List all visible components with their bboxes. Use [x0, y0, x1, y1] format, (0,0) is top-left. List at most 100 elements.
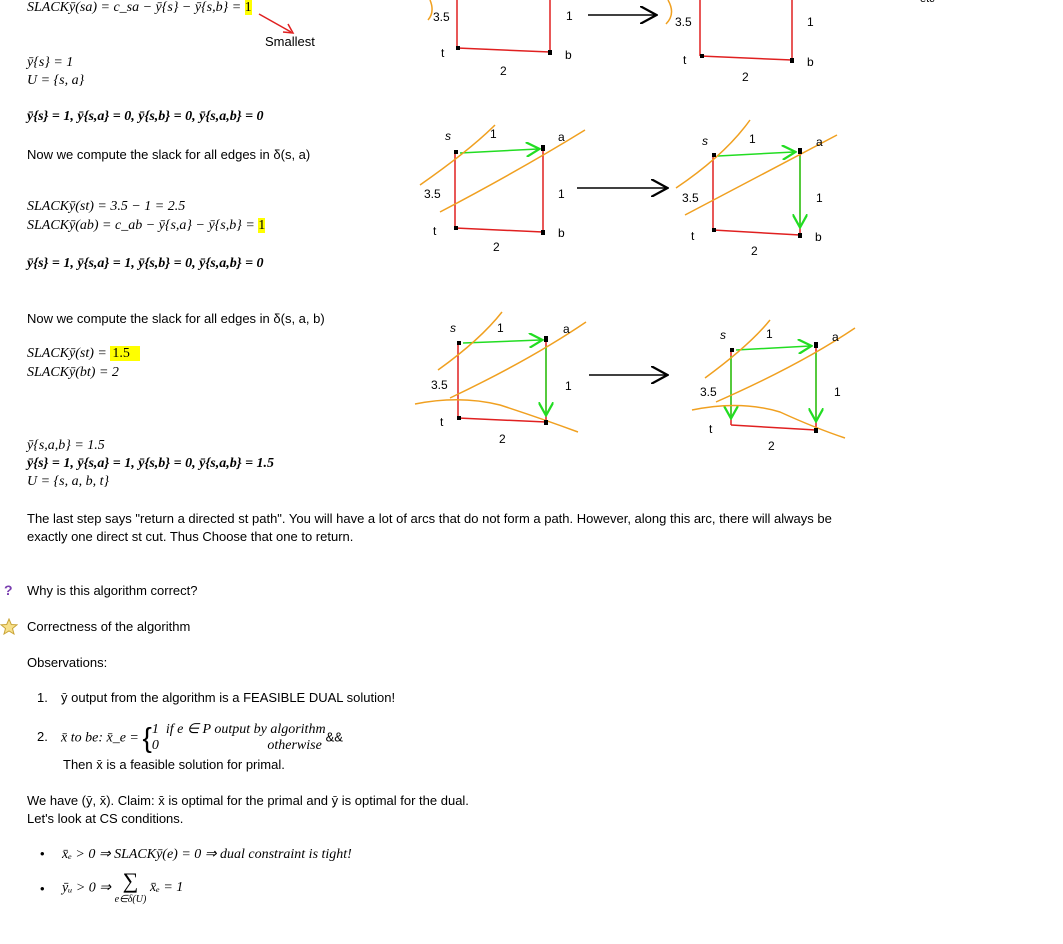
y-sab-equation: ȳ{s,a,b} = 1.5: [27, 438, 105, 453]
graph-row-1-left: 3.5 1 t b 2: [427, 0, 573, 78]
last-step-line-2: exactly one direct st cut. Thus Choose t…: [27, 529, 354, 544]
slack-st-2-text: SLACKȳ(st) =: [27, 346, 107, 361]
y-s-equation: ȳ{s} = 1: [27, 55, 74, 70]
case-brace: {: [142, 722, 152, 753]
case-1-value: 1: [151, 722, 159, 737]
slack-sa-line: SLACKȳ(sa) = c_sa − ȳ{s} − ȳ{s,b} = 1: [27, 0, 252, 16]
star-text: Correctness of the algorithm: [27, 619, 191, 634]
node-s-label: s: [720, 328, 726, 342]
cs-bullet-2: •ȳᵤ > 0 ⇒ ∑ e∈δ(U) x̄ₑ = 1: [40, 868, 184, 906]
case-2-condition: otherwise: [267, 738, 322, 753]
node-a-label: a: [563, 322, 570, 336]
weight-tb: 2: [768, 439, 775, 453]
item-1-number: 1.: [37, 690, 48, 705]
claim-line-1: We have (ȳ, x̄). Claim: x̄ is optimal fo…: [27, 793, 469, 808]
dual-values-2: ȳ{s} = 1, ȳ{s,a} = 1, ȳ{s,b} = 0, ȳ{s,a,…: [27, 256, 264, 271]
weight-sa: 1: [749, 132, 756, 146]
cs-bullet-2-pre: ȳᵤ > 0 ⇒: [62, 880, 111, 896]
node-s-label: s: [450, 321, 456, 335]
weight-sa: 1: [490, 127, 497, 141]
compute-slack-sa: Now we compute the slack for all edges i…: [27, 147, 311, 162]
u-set-1: U = {s, a}: [27, 73, 85, 88]
item-2-number: 2.: [37, 729, 48, 745]
node-a-label: a: [816, 135, 823, 149]
observation-item-2: 2. x̄ to be: x̄_e = { 1 if e ∈ P output b…: [37, 722, 343, 754]
weight-ab: 1: [834, 385, 841, 399]
weight-tb: 2: [500, 64, 507, 78]
weight-ab: 1: [566, 9, 573, 23]
node-s-label: s: [702, 134, 708, 148]
weight-st: 3.5: [433, 10, 450, 24]
slack-sa-text: SLACKȳ(sa) = c_sa − ȳ{s} − ȳ{s,b} =: [27, 0, 242, 15]
weight-ab: 1: [558, 187, 565, 201]
graph-drawings: 3.5 1 t b 2 3.5 1 t b 2 etc s 1 a 3.5 1: [414, 0, 935, 453]
weight-st: 3.5: [431, 378, 448, 392]
amp-symbols: &&: [325, 729, 343, 745]
graph-row-2-right: s 1 a 3.5 1 t b 2: [675, 119, 838, 258]
observation-item-1: 1. ȳ output from the algorithm is a FEASI…: [37, 690, 395, 705]
u-set-2: U = {s, a, b, t}: [27, 474, 110, 489]
weight-ab: 1: [807, 15, 814, 29]
sum-symbol: ∑: [122, 868, 139, 893]
graph-row-3-left: s 1 a 3.5 1 t 2: [414, 311, 587, 446]
case-2-value: 0: [151, 738, 159, 753]
star-icon: [0, 618, 18, 635]
question-icon: ?: [4, 582, 13, 598]
graph-row-3-right: s 1 a 3.5 1 t 2: [691, 319, 856, 453]
node-b-label: b: [807, 55, 814, 69]
node-b-label: b: [815, 230, 822, 244]
item-2-then: Then x̄ is a feasible solution for prima…: [63, 757, 285, 772]
observations-title: Observations:: [27, 655, 108, 670]
graph-row-1-right: 3.5 1 t b 2: [665, 0, 814, 84]
weight-tb: 2: [751, 244, 758, 258]
node-t-label: t: [691, 229, 695, 243]
weight-st: 3.5: [682, 191, 699, 205]
item-2-pre: x̄ to be: x̄_e =: [61, 730, 139, 746]
cs-bullet-1: •x̄ₑ > 0 ⇒ SLACKȳ(e) = 0 ⇒ dual constrai…: [40, 846, 352, 862]
weight-ab: 1: [816, 191, 823, 205]
weight-st: 3.5: [675, 15, 692, 29]
item-1-text: ȳ output from the algorithm is a FEASIBL…: [61, 690, 396, 705]
node-b-label: b: [558, 226, 565, 240]
case-1-condition: if e ∈ P output by algorithm: [165, 722, 326, 737]
slack-st-2-value: 1.5: [110, 346, 140, 361]
summation: ∑ e∈δ(U): [115, 870, 147, 906]
piecewise-cases: 1 if e ∈ P output by algorithm 0 otherwi…: [152, 722, 326, 754]
slack-bt: SLACKȳ(bt) = 2: [27, 365, 119, 380]
node-t-label: t: [683, 53, 687, 67]
weight-tb: 2: [499, 432, 506, 446]
node-s-label: s: [445, 129, 451, 143]
node-a-label: a: [558, 130, 565, 144]
dual-values-1: ȳ{s} = 1, ȳ{s,a} = 0, ȳ{s,b} = 0, ȳ{s,a,…: [27, 109, 264, 124]
node-t-label: t: [440, 415, 444, 429]
last-step-line-1: The last step says "return a directed st…: [27, 511, 832, 526]
weight-st: 3.5: [700, 385, 717, 399]
node-a-label: a: [832, 330, 839, 344]
sum-subscript: e∈δ(U): [114, 894, 147, 905]
weight-sa: 1: [497, 321, 504, 335]
cs-bullet-2-post: x̄ₑ = 1: [149, 880, 184, 895]
slack-ab-value: 1: [258, 218, 266, 233]
weight-ab: 1: [565, 379, 572, 393]
node-b-label: b: [565, 48, 572, 62]
claim-line-2: Let's look at CS conditions.: [27, 811, 184, 826]
node-t-label: t: [433, 224, 437, 238]
etc-note: etc: [920, 0, 935, 5]
node-t-label: t: [441, 46, 445, 60]
slack-ab-line: SLACKȳ(ab) = c_ab − ȳ{s,a} − ȳ{s,b} = 1: [27, 218, 266, 234]
slack-st-2-line: SLACKȳ(st) = 1.5: [27, 346, 140, 362]
dual-values-3: ȳ{s} = 1, ȳ{s,a} = 1, ȳ{s,b} = 0, ȳ{s,a,…: [27, 456, 275, 471]
smallest-arrow: [258, 13, 295, 34]
slack-ab-text: SLACKȳ(ab) = c_ab − ȳ{s,a} − ȳ{s,b} =: [27, 218, 255, 233]
weight-st: 3.5: [424, 187, 441, 201]
weight-tb: 2: [493, 240, 500, 254]
node-t-label: t: [709, 422, 713, 436]
weight-sa: 1: [766, 327, 773, 341]
smallest-annotation: Smallest: [265, 34, 315, 49]
question-text: Why is this algorithm correct?: [27, 583, 198, 598]
cs-bullet-1-text: x̄ₑ > 0 ⇒ SLACKȳ(e) = 0 ⇒ dual constrain…: [62, 847, 352, 862]
slack-sa-value: 1: [244, 0, 252, 15]
slack-st-1: SLACKȳ(st) = 3.5 − 1 = 2.5: [27, 199, 186, 214]
compute-slack-sab: Now we compute the slack for all edges i…: [27, 311, 325, 326]
weight-tb: 2: [742, 70, 749, 84]
